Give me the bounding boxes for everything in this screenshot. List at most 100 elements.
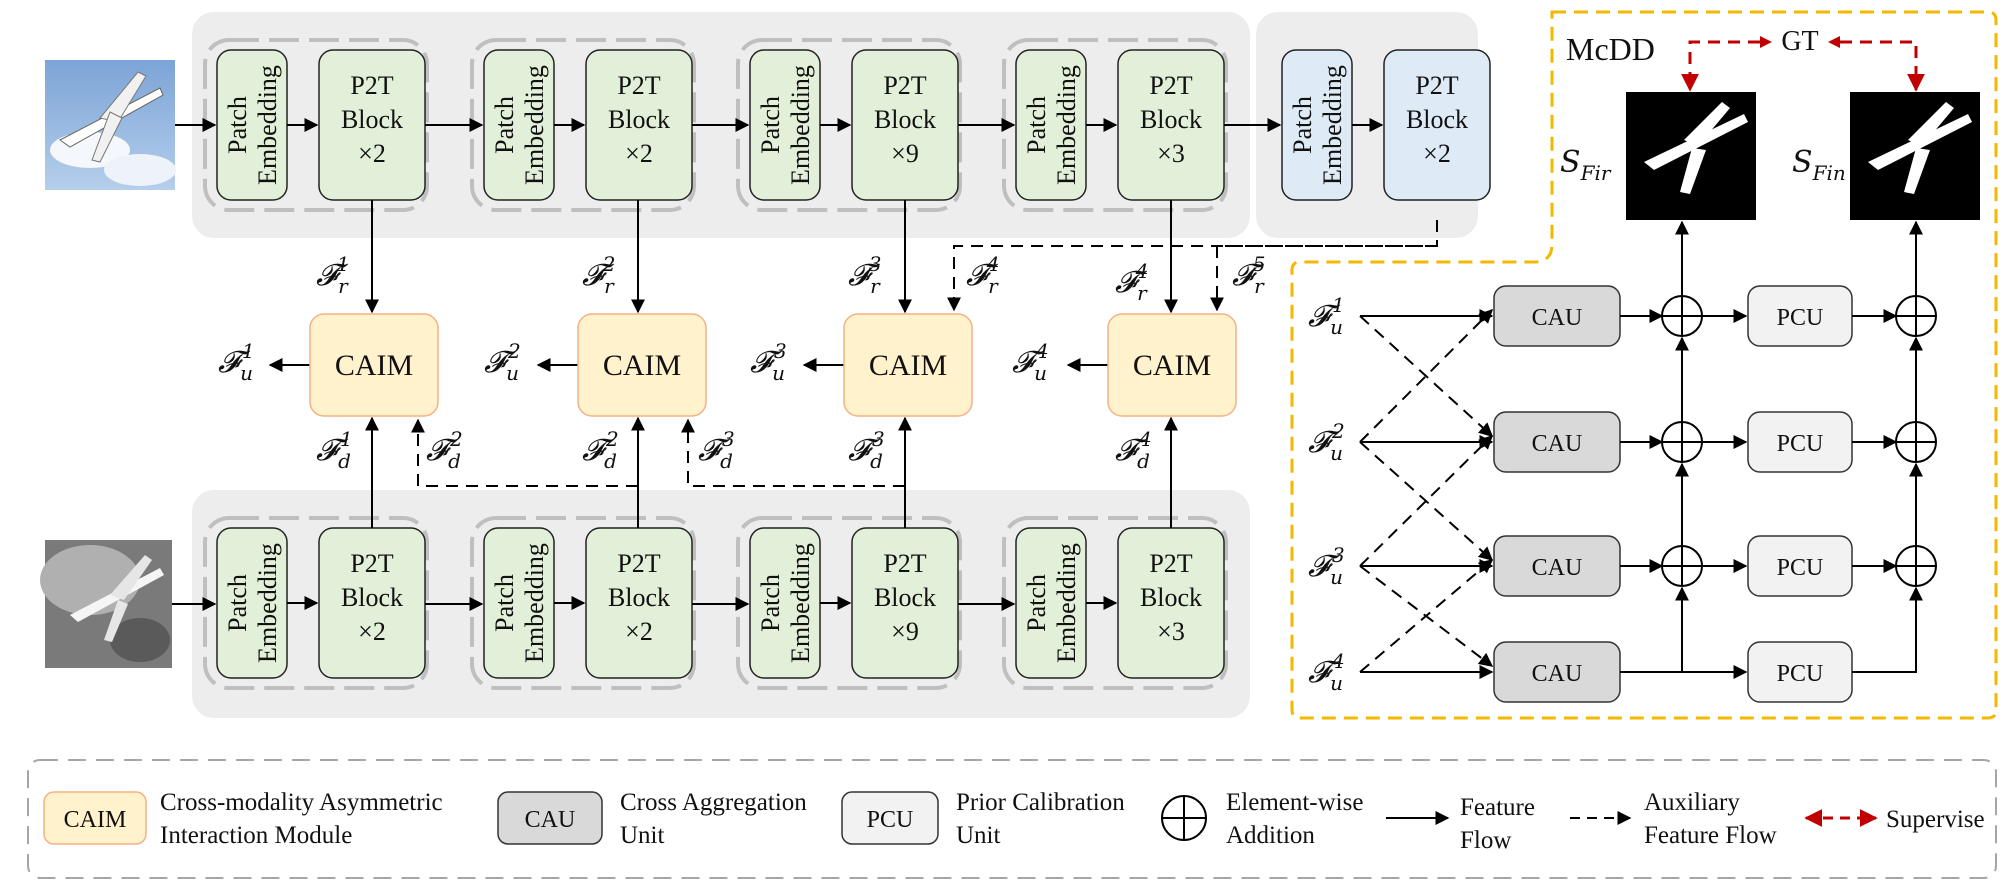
p2t-block-label: P2T xyxy=(350,71,393,100)
fd2-aux-arrow xyxy=(411,418,638,487)
patch-embedding-label: PatchEmbedding xyxy=(756,543,815,663)
caim-label: CAIM xyxy=(869,349,947,382)
saliency-final-map xyxy=(1850,92,1980,220)
p2t-block-label: P2T xyxy=(617,549,660,578)
p2t-block-label: P2T xyxy=(883,549,926,578)
cau-unit-2: CAU xyxy=(1493,411,1621,473)
p2t-block-label: ×3 xyxy=(1157,139,1185,168)
legend-border xyxy=(27,759,1997,879)
pcu-label: PCU xyxy=(1777,555,1824,581)
cau-label: CAU xyxy=(1532,305,1583,331)
pcu-label: PCU xyxy=(1777,305,1824,331)
rgb-input-image xyxy=(45,60,176,190)
p2t-block-label: ×9 xyxy=(891,139,919,168)
cau-unit-3: CAU xyxy=(1493,535,1621,597)
feature-d3-aux-label: 𝓕d3 xyxy=(848,427,885,473)
legend-cau: CAU xyxy=(497,791,603,845)
fr4-aux-arrow xyxy=(947,220,1438,312)
legend-pcu: PCU xyxy=(841,791,939,845)
legend-cau-swatch xyxy=(497,791,603,845)
pcu-label: PCU xyxy=(1777,431,1824,457)
saliency-plane-wing xyxy=(1684,102,1730,146)
p2t-block-label: ×2 xyxy=(1423,139,1451,168)
saliency-plane-wing xyxy=(1680,148,1706,194)
caim-label: CAIM xyxy=(603,349,681,382)
cau-label: CAU xyxy=(1532,555,1583,581)
decoder-title: McDD xyxy=(1566,31,1655,67)
caim-module-1: CAIM xyxy=(309,313,439,417)
depth-input-image xyxy=(40,540,172,668)
pcu-label: PCU xyxy=(1777,661,1824,687)
feature-u1-output: 𝓕u1 xyxy=(218,339,255,385)
s-first-label: SFir xyxy=(1560,145,1612,185)
p2t-block-label: Block xyxy=(874,105,936,134)
s-final-label: SFin xyxy=(1792,145,1846,185)
feature-r1-label: 𝓕r1 xyxy=(316,252,349,298)
patch-embedding-label: PatchEmbedding xyxy=(1288,65,1347,185)
decoder-border xyxy=(1290,10,1998,720)
legend-pcu-swatch-label: PCU xyxy=(867,807,914,833)
cau-unit-1: CAU xyxy=(1493,285,1621,347)
legend-caim-swatch-label: CAIM xyxy=(64,807,127,833)
cross-aux-arrow xyxy=(1359,441,1494,561)
patch-embedding-label: PatchEmbedding xyxy=(490,65,549,185)
supervise-arrowhead xyxy=(1760,36,1772,48)
fr5-aux-arrow xyxy=(1210,245,1437,312)
p2t-block-label: ×3 xyxy=(1157,617,1185,646)
supervise-arrow-right xyxy=(1840,40,1925,92)
p2t-block-label: ×2 xyxy=(358,617,386,646)
p2t-block-label: Block xyxy=(1406,105,1468,134)
feature-d1-label: 𝓕d1 xyxy=(316,427,353,473)
p2t-block-label: P2T xyxy=(617,71,660,100)
p2t-block-label: Block xyxy=(608,583,670,612)
caim-box xyxy=(1107,313,1237,417)
p2t-block-label: P2T xyxy=(1149,71,1192,100)
legend-cau-swatch-label: CAU xyxy=(525,807,576,833)
patch-embedding-label: PatchEmbedding xyxy=(1022,65,1081,185)
pcu-up-arrow xyxy=(1852,586,1923,673)
cross-aux-arrow xyxy=(1359,435,1493,567)
feature-r4-label: 𝓕r4 xyxy=(1115,259,1148,305)
patch-embedding-label: PatchEmbedding xyxy=(756,65,815,185)
cau-unit-4: CAU xyxy=(1493,641,1621,703)
p2t-block-label: P2T xyxy=(1415,71,1458,100)
pcu-unit-1: PCU xyxy=(1747,285,1853,347)
pcu-unit-4: PCU xyxy=(1747,641,1853,703)
legend-pcu-swatch xyxy=(841,791,939,845)
patch-embedding-label: PatchEmbedding xyxy=(223,65,282,185)
p2t-block-label: ×2 xyxy=(625,617,653,646)
p2t-block-label: ×2 xyxy=(625,139,653,168)
p2t-block-label: Block xyxy=(874,583,936,612)
decoder-fu3-label: 𝓕u3 xyxy=(1308,543,1345,589)
pcu-unit-2: PCU xyxy=(1747,411,1853,473)
p2t-block-label: P2T xyxy=(350,549,393,578)
p2t-block-label: Block xyxy=(1140,583,1202,612)
feature-d2-aux-label: 𝓕d2 xyxy=(426,427,463,473)
cross-aux-arrow xyxy=(1359,559,1494,673)
p2t-block-label: ×2 xyxy=(358,139,386,168)
cross-aux-arrow xyxy=(1359,315,1494,437)
caim-box xyxy=(843,313,973,417)
feature-r2-label: 𝓕r2 xyxy=(582,252,615,298)
feature-r3-label: 𝓕r3 xyxy=(848,252,881,298)
saliency-plane-wing xyxy=(1904,148,1930,194)
supervise-arrowhead xyxy=(1828,36,1840,48)
legend-supervise-text: Supervise xyxy=(1886,806,1985,833)
saliency-first-map xyxy=(1626,92,1756,220)
pcu-unit-3: PCU xyxy=(1747,535,1853,597)
rgb-stage-5: PatchEmbedding P2T Block ×2 xyxy=(1281,49,1491,201)
decoder-fu1-label: 𝓕u1 xyxy=(1308,293,1345,339)
